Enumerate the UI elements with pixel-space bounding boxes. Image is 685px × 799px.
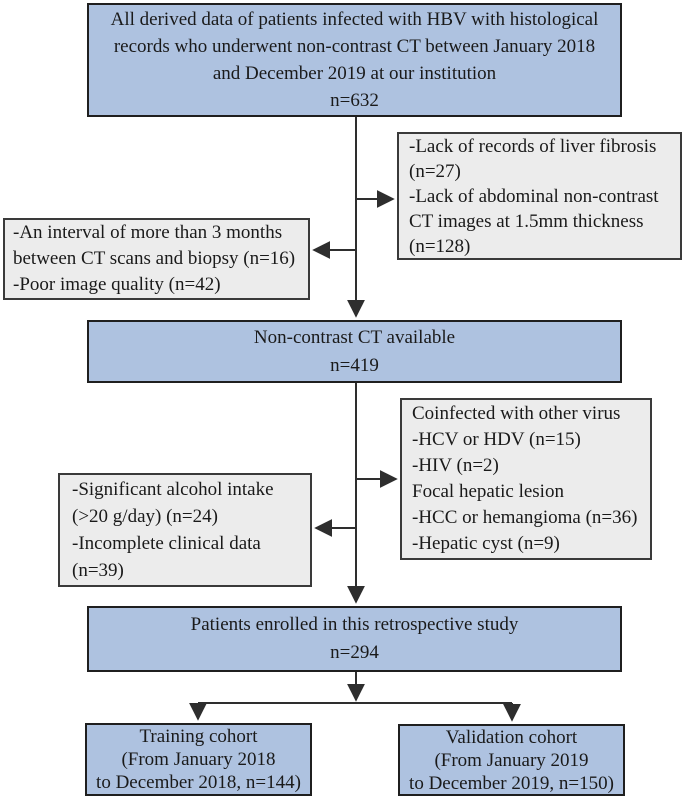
box-exclusion-coinfection: Coinfected with other virus -HCV or HDV … — [400, 398, 652, 560]
box-exclusion-alcohol: -Significant alcohol intake (>20 g/day) … — [58, 473, 312, 587]
box-exclusion-records: -Lack of records of liver fibrosis (n=27… — [397, 132, 682, 260]
box-initial-population: All derived data of patients infected wi… — [87, 3, 622, 117]
box-training-cohort: Training cohort (From January 2018 to De… — [85, 723, 312, 796]
box-validation-cohort: Validation cohort (From January 2019 to … — [398, 724, 625, 796]
box-patients-enrolled: Patients enrolled in this retrospective … — [87, 606, 622, 672]
box-ct-available: Non-contrast CT available n=419 — [87, 320, 622, 383]
box-exclusion-interval: -An interval of more than 3 months betwe… — [3, 218, 310, 300]
